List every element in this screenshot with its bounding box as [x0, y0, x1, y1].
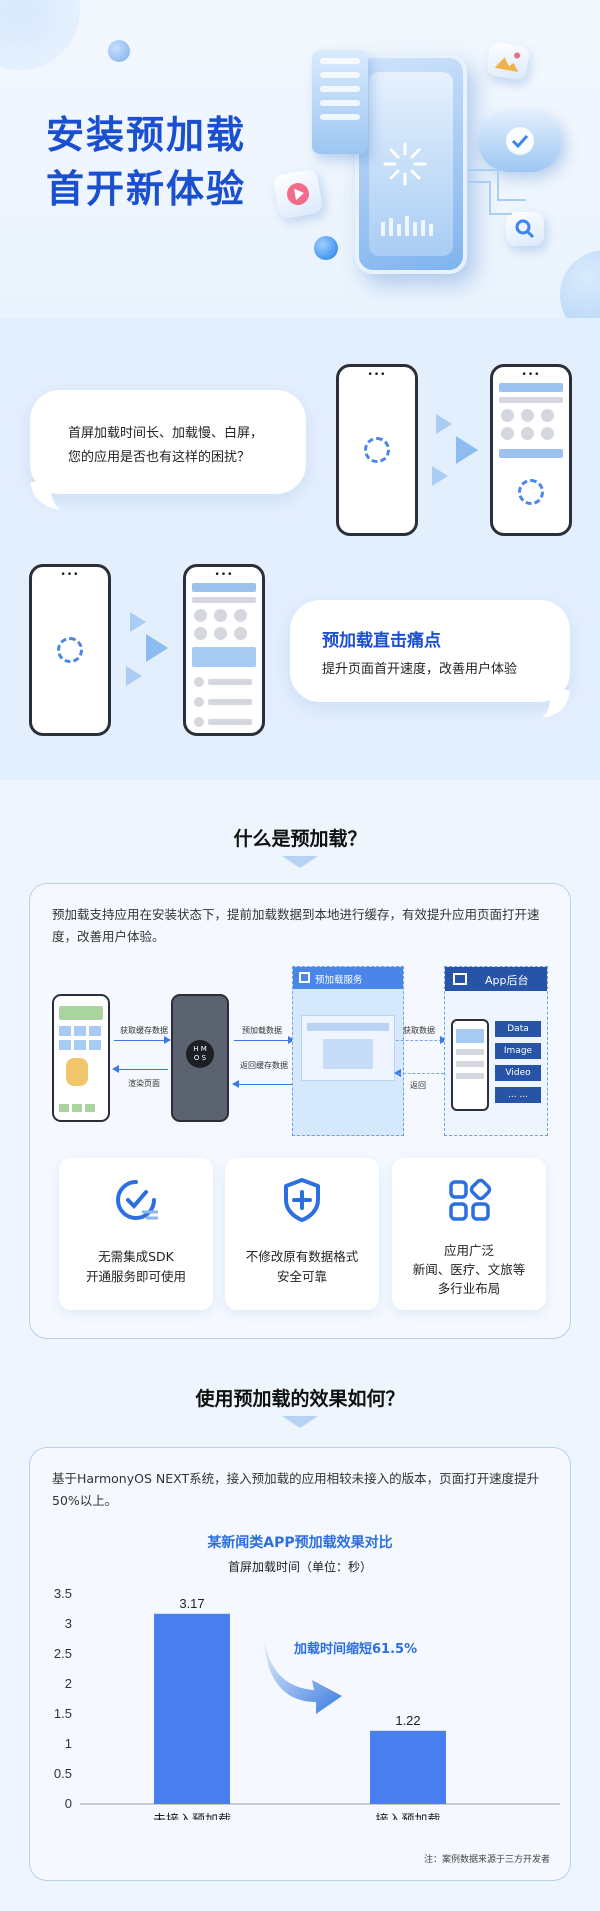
- arrow-icon: [432, 466, 448, 486]
- bubble-tail: [30, 482, 60, 510]
- source-note: 注：案例数据来源于三方开发者: [423, 1855, 550, 1865]
- spinner-icon: [57, 637, 83, 663]
- effect-heading: 使用预加载的效果如何？: [195, 1388, 405, 1410]
- app-backend-box: App后台 Data Image Video ... ...: [444, 966, 548, 1136]
- y-tick-label: 3: [65, 1616, 72, 1631]
- feature-line3: 多行业布局: [437, 1281, 501, 1296]
- pain-point-section: 首屏加载时间长、加载慢、白屏， 您的应用是否也有这样的困扰？ ••• ••• •…: [0, 318, 600, 780]
- y-tick-label: 1.5: [54, 1706, 72, 1721]
- hero-orb-blue: [314, 236, 338, 260]
- feature-line1: 无需集成SDK: [98, 1249, 174, 1264]
- question-line1: 首屏加载时间长、加载慢、白屏，: [68, 426, 264, 441]
- hero-banner: 安装预加载 首开新体验: [0, 0, 600, 318]
- hmos-logo: H M O S: [186, 1040, 214, 1068]
- backend-item: Image: [495, 1043, 541, 1059]
- label-render: 渲染页面: [128, 1079, 160, 1088]
- y-tick-label: 0: [65, 1796, 72, 1811]
- cube-icon: [299, 972, 310, 983]
- heading-arrow: [282, 1416, 318, 1428]
- chart-title: 某新闻类APP预加载效果对比: [207, 1535, 393, 1551]
- effect-card: [29, 1447, 571, 1881]
- feature-card-no-sdk: 无需集成SDK 开通服务即可使用: [59, 1158, 213, 1310]
- shield-plus-icon: [284, 1178, 320, 1222]
- feature-line1: 应用广泛: [443, 1243, 494, 1258]
- chart-subtitle: 首屏加载时间（单位：秒）: [227, 1560, 372, 1574]
- spinner-icon: [518, 479, 544, 505]
- preload-service-box: 预加载服务: [292, 966, 404, 1136]
- diagram-phone-hmos: H M O S: [171, 994, 229, 1122]
- spinner-icon: [364, 437, 390, 463]
- bar-value-label: 3.17: [179, 1596, 204, 1611]
- what-heading: 什么是预加载？: [233, 828, 367, 850]
- backend-item: ... ...: [495, 1087, 541, 1103]
- server-icon: [453, 973, 467, 985]
- arrow-icon: [130, 612, 146, 632]
- circuit-lines: [468, 169, 526, 215]
- decrease-arrow-icon: [264, 1638, 342, 1714]
- y-tick-label: 3.5: [54, 1586, 72, 1601]
- hand-tap-icon: [66, 1058, 88, 1086]
- arrow-icon: [126, 666, 142, 686]
- feature-line2: 开通服务即可使用: [85, 1269, 186, 1284]
- play-icon: [272, 168, 324, 220]
- label-preload: 预加载数据: [242, 1026, 282, 1035]
- bar-value-label: 1.22: [395, 1713, 420, 1728]
- solution-bubble: 预加载直击痛点 提升页面首开速度，改善用户体验: [290, 600, 570, 702]
- loading-burst-icon: [381, 142, 433, 236]
- hero-orb-right: [560, 250, 600, 318]
- phone-loading-partial: •••: [490, 364, 572, 536]
- apps-grid-icon: [449, 1178, 492, 1221]
- hero-orb-small: [108, 40, 130, 62]
- phone-preloaded: •••: [183, 564, 265, 736]
- x-category-label: 接入预加载: [375, 1812, 440, 1820]
- phone-loading-blank: •••: [336, 364, 418, 536]
- preload-service-title: 预加载服务: [315, 975, 363, 986]
- hero-title-line2: 首开新体验: [46, 167, 247, 211]
- feature-card-secure: 不修改原有数据格式 安全可靠: [225, 1158, 379, 1310]
- effect-description: 基于HarmonyOS NEXT系统，接入预加载的应用相较未接入的版本，页面打开…: [52, 1471, 540, 1508]
- x-category-label: 未接入预加载: [153, 1812, 231, 1820]
- label-get-data: 获取数据: [403, 1026, 435, 1035]
- feature-line2: 安全可靠: [276, 1269, 327, 1284]
- hero-orb-topleft: [0, 0, 80, 70]
- solution-title: 预加载直击痛点: [322, 631, 441, 651]
- bar: [154, 1613, 230, 1804]
- y-tick-label: 2.5: [54, 1646, 72, 1661]
- y-tick-label: 2: [65, 1676, 72, 1691]
- bar-chart: 0 0.5 1 1.5 2 2.5 3 3.5 3.17 未接入预加载 1.22 接入预加载: [54, 1586, 560, 1820]
- cloud-check-icon: [478, 110, 562, 172]
- reduction-annotation: 加载时间缩短61.5%: [294, 1642, 418, 1657]
- bar: [370, 1730, 446, 1804]
- bubble-tail: [542, 690, 570, 718]
- question-bubble: 首屏加载时间长、加载慢、白屏， 您的应用是否也有这样的困扰？: [30, 390, 306, 494]
- feature-line2: 新闻、医疗、文旅等: [412, 1262, 526, 1277]
- backend-item: Data: [495, 1021, 541, 1037]
- arrow-icon: [146, 634, 168, 662]
- backend-title: App后台: [485, 974, 529, 987]
- feature-card-wide-use: 应用广泛 新闻、医疗、文旅等 多行业布局: [392, 1158, 546, 1310]
- label-get-cache: 获取缓存数据: [120, 1026, 168, 1035]
- hero-title-line1: 安装预加载: [46, 113, 247, 157]
- arrow-icon: [436, 414, 452, 434]
- y-tick-label: 1: [65, 1736, 72, 1751]
- question-line2: 您的应用是否也有这样的困扰？: [68, 450, 251, 465]
- heading-arrow: [282, 856, 318, 868]
- speed-check-icon: [116, 1180, 158, 1220]
- phone-blank-before: •••: [29, 564, 111, 736]
- backend-item: Video: [495, 1065, 541, 1081]
- arrow-icon: [456, 436, 478, 464]
- label-return: 返回: [410, 1081, 426, 1090]
- hero-panel-illustration: [312, 50, 368, 154]
- label-return-cache: 返回缓存数据: [240, 1061, 288, 1070]
- what-description: 预加载支持应用在安装状态下，提前加载数据到本地进行缓存，有效提升应用页面打开速度…: [52, 907, 540, 944]
- diagram-phone-app: [52, 994, 110, 1122]
- solution-subtitle: 提升页面首开速度，改善用户体验: [322, 662, 518, 677]
- y-tick-label: 0.5: [54, 1766, 72, 1781]
- hero-phone-illustration: [355, 54, 467, 274]
- search-icon: [506, 212, 544, 246]
- feature-line1: 不修改原有数据格式: [245, 1249, 359, 1264]
- image-icon: [485, 40, 531, 82]
